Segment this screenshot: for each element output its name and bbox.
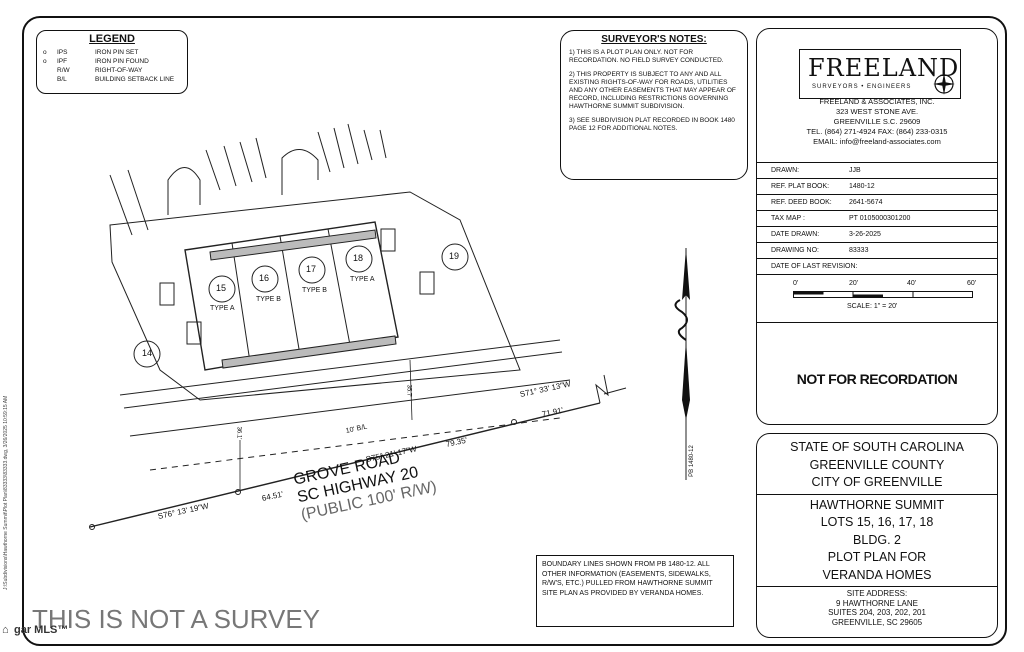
lot-number: 17 xyxy=(306,264,317,274)
title-county: GREENVILLE COUNTY xyxy=(809,457,945,472)
house-icon: ⌂ xyxy=(2,624,9,636)
logo-name: FREELAND xyxy=(808,54,960,82)
site-address-label: SITE ADDRESS: xyxy=(846,589,908,598)
info-row-drawing: DRAWING NO:83333 xyxy=(757,242,997,258)
firm-name: FREELAND & ASSOCIATES, INC. xyxy=(819,97,935,106)
scale-bar xyxy=(793,291,973,298)
lot-number: 14 xyxy=(142,348,153,358)
drawing-sheet xyxy=(22,16,1007,646)
firm-city: GREENVILLE S.C. 29609 xyxy=(833,117,921,126)
lot-type: TYPE B xyxy=(302,287,327,294)
firm-info-block: FREELAND SURVEYORS • ENGINEERS FREELAND … xyxy=(756,28,998,425)
lot-type: TYPE A xyxy=(210,305,235,312)
north-arrow-icon xyxy=(674,248,690,480)
site-address-1: 9 HAWTHORNE LANE xyxy=(836,598,918,608)
boundary-note: BOUNDARY LINES SHOWN FROM PB 1480-12. AL… xyxy=(536,555,734,627)
recordation-section xyxy=(757,322,997,424)
lot-number: 18 xyxy=(353,253,364,263)
title-subdivision: HAWTHORNE SUMMIT xyxy=(809,497,945,512)
lot-number: 15 xyxy=(216,283,227,293)
notes-title: SURVEYOR'S NOTES: xyxy=(601,34,707,45)
info-row-tax: TAX MAP :PT 0105000301200 xyxy=(757,210,997,226)
note-item: 3) SEE SUBDIVISION PLAT RECORDED IN BOOK… xyxy=(569,117,735,132)
scale-tick: 60' xyxy=(967,280,977,287)
scale-tick: 40' xyxy=(907,280,917,287)
dimension-label: 36.1' xyxy=(235,426,242,440)
not-for-recordation: NOT FOR RECORDATION xyxy=(796,371,958,387)
surveyors-notes-box: SURVEYOR'S NOTES: 1) THIS IS A PLOT PLAN… xyxy=(560,30,748,180)
compass-icon xyxy=(933,73,955,95)
north-reference: PB 1480-12 xyxy=(688,445,695,477)
logo-subtitle: SURVEYORS • ENGINEERS xyxy=(812,84,912,90)
lot-type: TYPE A xyxy=(350,276,375,283)
scale-tick: 20' xyxy=(849,280,859,287)
freeland-logo: FREELAND SURVEYORS • ENGINEERS xyxy=(799,49,961,99)
mls-watermark: ⌂ gar MLS™ xyxy=(2,624,68,636)
note-item: 2) THIS PROPERTY IS SUBJECT TO ANY AND A… xyxy=(569,71,736,110)
lot-number: 19 xyxy=(449,251,460,261)
title-builder: VERANDA HOMES xyxy=(822,567,932,582)
info-row-deed: REF. DEED BOOK:2641-5674 xyxy=(757,194,997,210)
not-a-survey-label: THIS IS NOT A SURVEY xyxy=(32,604,321,634)
info-row-revision: DATE OF LAST REVISION: xyxy=(757,258,997,274)
title-lots: LOTS 15, 16, 17, 18 xyxy=(820,515,934,529)
info-row-drawn: DRAWN:JJB xyxy=(757,162,997,178)
title-bldg: BLDG. 2 xyxy=(853,532,901,547)
firm-email: EMAIL: info@freeland-associates.com xyxy=(813,137,941,146)
scale-label: SCALE: 1" = 20' xyxy=(847,303,898,310)
title-block: STATE OF SOUTH CAROLINA GREENVILLE COUNT… xyxy=(756,433,998,638)
title-state: STATE OF SOUTH CAROLINA xyxy=(790,440,964,454)
firm-phone: TEL. (864) 271-4924 FAX: (864) 233-0315 xyxy=(806,127,948,136)
lot-number: 16 xyxy=(259,273,270,283)
scale-bar-section: 0' 20' 40' 60' SCALE: 1" = 20' xyxy=(757,274,997,322)
title-city: CITY OF GREENVILLE xyxy=(811,475,943,489)
firm-street: 323 WEST STONE AVE. xyxy=(835,107,919,116)
note-item: 1) THIS IS A PLOT PLAN ONLY. NOT FOR REC… xyxy=(569,49,724,64)
legend-title: LEGEND xyxy=(89,33,135,45)
info-row-date: DATE DRAWN:3-26-2025 xyxy=(757,226,997,242)
dimension-label: 35.7' xyxy=(405,384,412,398)
lot-type: TYPE B xyxy=(256,296,281,303)
site-address-2: SUITES 204, 203, 202, 201 xyxy=(828,608,926,617)
mls-label: gar MLS™ xyxy=(14,624,69,636)
scale-tick: 0' xyxy=(793,280,799,287)
info-row-plat: REF. PLAT BOOK:1480-12 xyxy=(757,178,997,194)
site-address-3: GREENVILLE, SC 29605 xyxy=(831,617,923,627)
file-path: J:\Subdivisions\Hawthorne Summit\Plot Pl… xyxy=(3,395,9,590)
title-plan: PLOT PLAN FOR xyxy=(827,550,927,564)
